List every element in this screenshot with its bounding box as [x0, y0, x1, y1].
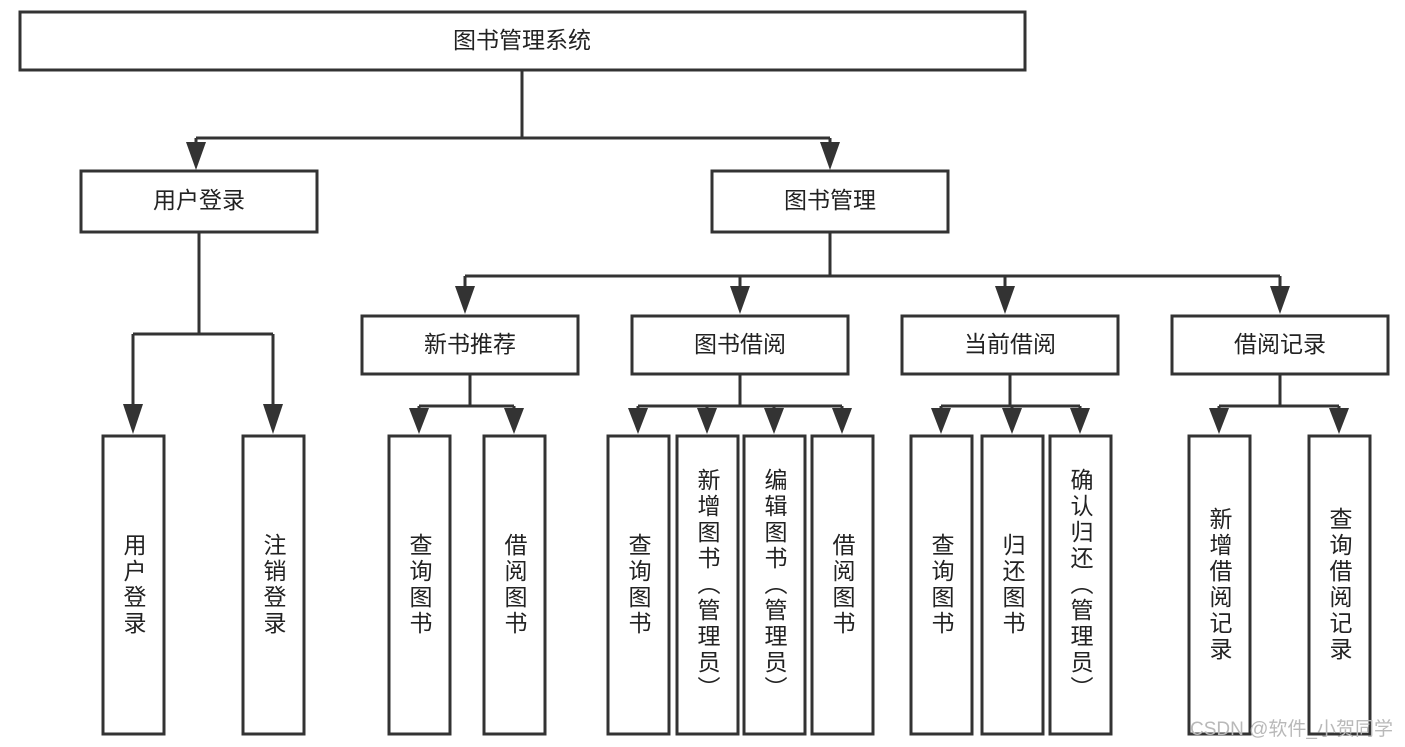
csdn-watermark: CSDN @软件_小贺同学: [1190, 719, 1393, 740]
node-borrow-record-label: 借阅记录: [1234, 331, 1326, 357]
arrow-current-borrow: [995, 286, 1015, 314]
node-title-rect[interactable]: [18, 10, 1027, 72]
arrow-leaf-confirm-return: [1070, 408, 1090, 434]
node-current-borrow-rect[interactable]: [900, 314, 1120, 376]
arrow-leaf-query-book-1: [409, 408, 429, 434]
leaf-query-borrow-record[interactable]: 查询借阅记录: [1307, 434, 1372, 736]
leaf-logout-login-label: 注销登录: [260, 533, 287, 637]
leaf-edit-book[interactable]: 编辑图书（管理员）: [742, 434, 807, 736]
arrow-leaf-borrow-book-2: [832, 408, 852, 434]
leaf-add-book-rect[interactable]: [675, 434, 740, 736]
edge-group: [123, 70, 1349, 434]
leaf-query-book-1[interactable]: 查询图书: [387, 434, 452, 736]
node-new-book-recommend[interactable]: 新书推荐: [360, 314, 580, 376]
leaf-confirm-return-rect[interactable]: [1048, 434, 1113, 736]
node-user-login-label: 用户登录: [153, 187, 245, 213]
arrow-book-management: [820, 142, 840, 170]
leaf-logout-login-rect[interactable]: [241, 434, 306, 736]
arrow-leaf-user-login: [123, 404, 143, 434]
leaf-query-book-3-label: 查询图书: [928, 533, 955, 637]
arrow-leaf-add-borrow-record: [1209, 408, 1229, 434]
node-book-borrow-label: 图书借阅: [694, 331, 786, 357]
leaf-borrow-book-2-rect[interactable]: [810, 434, 875, 736]
leaf-query-book-3-rect[interactable]: [909, 434, 974, 736]
node-borrow-record[interactable]: 借阅记录: [1170, 314, 1390, 376]
arrow-leaf-return-book: [1002, 408, 1022, 434]
arrow-book-borrow: [730, 286, 750, 314]
leaf-logout-login[interactable]: 注销登录: [241, 434, 306, 736]
leaf-query-borrow-record-label: 查询借阅记录: [1326, 507, 1353, 663]
leaf-add-book[interactable]: 新增图书（管理员）: [675, 434, 740, 736]
arrow-leaf-query-book-3: [931, 408, 951, 434]
arrow-borrow-record: [1270, 286, 1290, 314]
node-current-borrow[interactable]: 当前借阅: [900, 314, 1120, 376]
leaf-borrow-book-1-label: 借阅图书: [501, 533, 528, 637]
arrow-leaf-query-borrow-record: [1329, 408, 1349, 434]
leaf-add-borrow-record-label: 新增借阅记录: [1206, 507, 1233, 663]
leaf-borrow-book-1[interactable]: 借阅图书: [482, 434, 547, 736]
leaf-edit-book-label: 编辑图书（管理员）: [761, 468, 788, 702]
leaf-add-borrow-record-rect[interactable]: [1187, 434, 1252, 736]
leaf-user-login-rect[interactable]: [101, 434, 166, 736]
node-current-borrow-label: 当前借阅: [964, 331, 1056, 357]
arrow-leaf-edit-book: [764, 408, 784, 434]
node-user-login[interactable]: 用户登录: [79, 169, 319, 234]
leaf-user-login[interactable]: 用户登录: [101, 434, 166, 736]
leaf-query-book-1-rect[interactable]: [387, 434, 452, 736]
leaf-query-book-2-label: 查询图书: [625, 533, 652, 637]
arrow-leaf-query-book-2: [628, 408, 648, 434]
leaf-return-book-label: 归还图书: [999, 533, 1026, 637]
leaf-query-book-1-label: 查询图书: [406, 533, 433, 637]
leaf-query-borrow-record-rect[interactable]: [1307, 434, 1372, 736]
leaf-query-book-2-rect[interactable]: [606, 434, 671, 736]
leaf-add-borrow-record[interactable]: 新增借阅记录: [1187, 434, 1252, 736]
leaf-confirm-return[interactable]: 确认归还（管理员）: [1048, 434, 1113, 736]
arrow-leaf-borrow-book-1: [504, 408, 524, 434]
arrow-leaf-logout-login: [263, 404, 283, 434]
node-book-management-label: 图书管理: [784, 187, 876, 213]
node-book-borrow[interactable]: 图书借阅: [630, 314, 850, 376]
node-book-management-rect[interactable]: [710, 169, 950, 234]
leaf-borrow-book-1-rect[interactable]: [482, 434, 547, 736]
leaf-borrow-book-2[interactable]: 借阅图书: [810, 434, 875, 736]
leaf-edit-book-rect[interactable]: [742, 434, 807, 736]
node-book-borrow-rect[interactable]: [630, 314, 850, 376]
leaf-query-book-3[interactable]: 查询图书: [909, 434, 974, 736]
node-user-login-rect[interactable]: [79, 169, 319, 234]
leaf-add-book-label: 新增图书（管理员）: [694, 468, 721, 702]
arrow-leaf-add-book: [697, 408, 717, 434]
node-new-book-recommend-label: 新书推荐: [424, 331, 516, 357]
node-book-management[interactable]: 图书管理: [710, 169, 950, 234]
arrow-new-book-recommend: [455, 286, 475, 314]
leaf-borrow-book-2-label: 借阅图书: [829, 533, 856, 637]
arrow-user-login: [186, 142, 206, 170]
leaf-return-book-rect[interactable]: [980, 434, 1045, 736]
leaf-query-book-2[interactable]: 查询图书: [606, 434, 671, 736]
node-borrow-record-rect[interactable]: [1170, 314, 1390, 376]
leaf-confirm-return-label: 确认归还（管理员）: [1067, 468, 1094, 702]
node-title[interactable]: 图书管理系统: [18, 10, 1027, 72]
node-new-book-recommend-rect[interactable]: [360, 314, 580, 376]
leaf-user-login-label: 用户登录: [120, 533, 147, 637]
node-title-label: 图书管理系统: [453, 27, 591, 53]
leaf-return-book[interactable]: 归还图书: [980, 434, 1045, 736]
